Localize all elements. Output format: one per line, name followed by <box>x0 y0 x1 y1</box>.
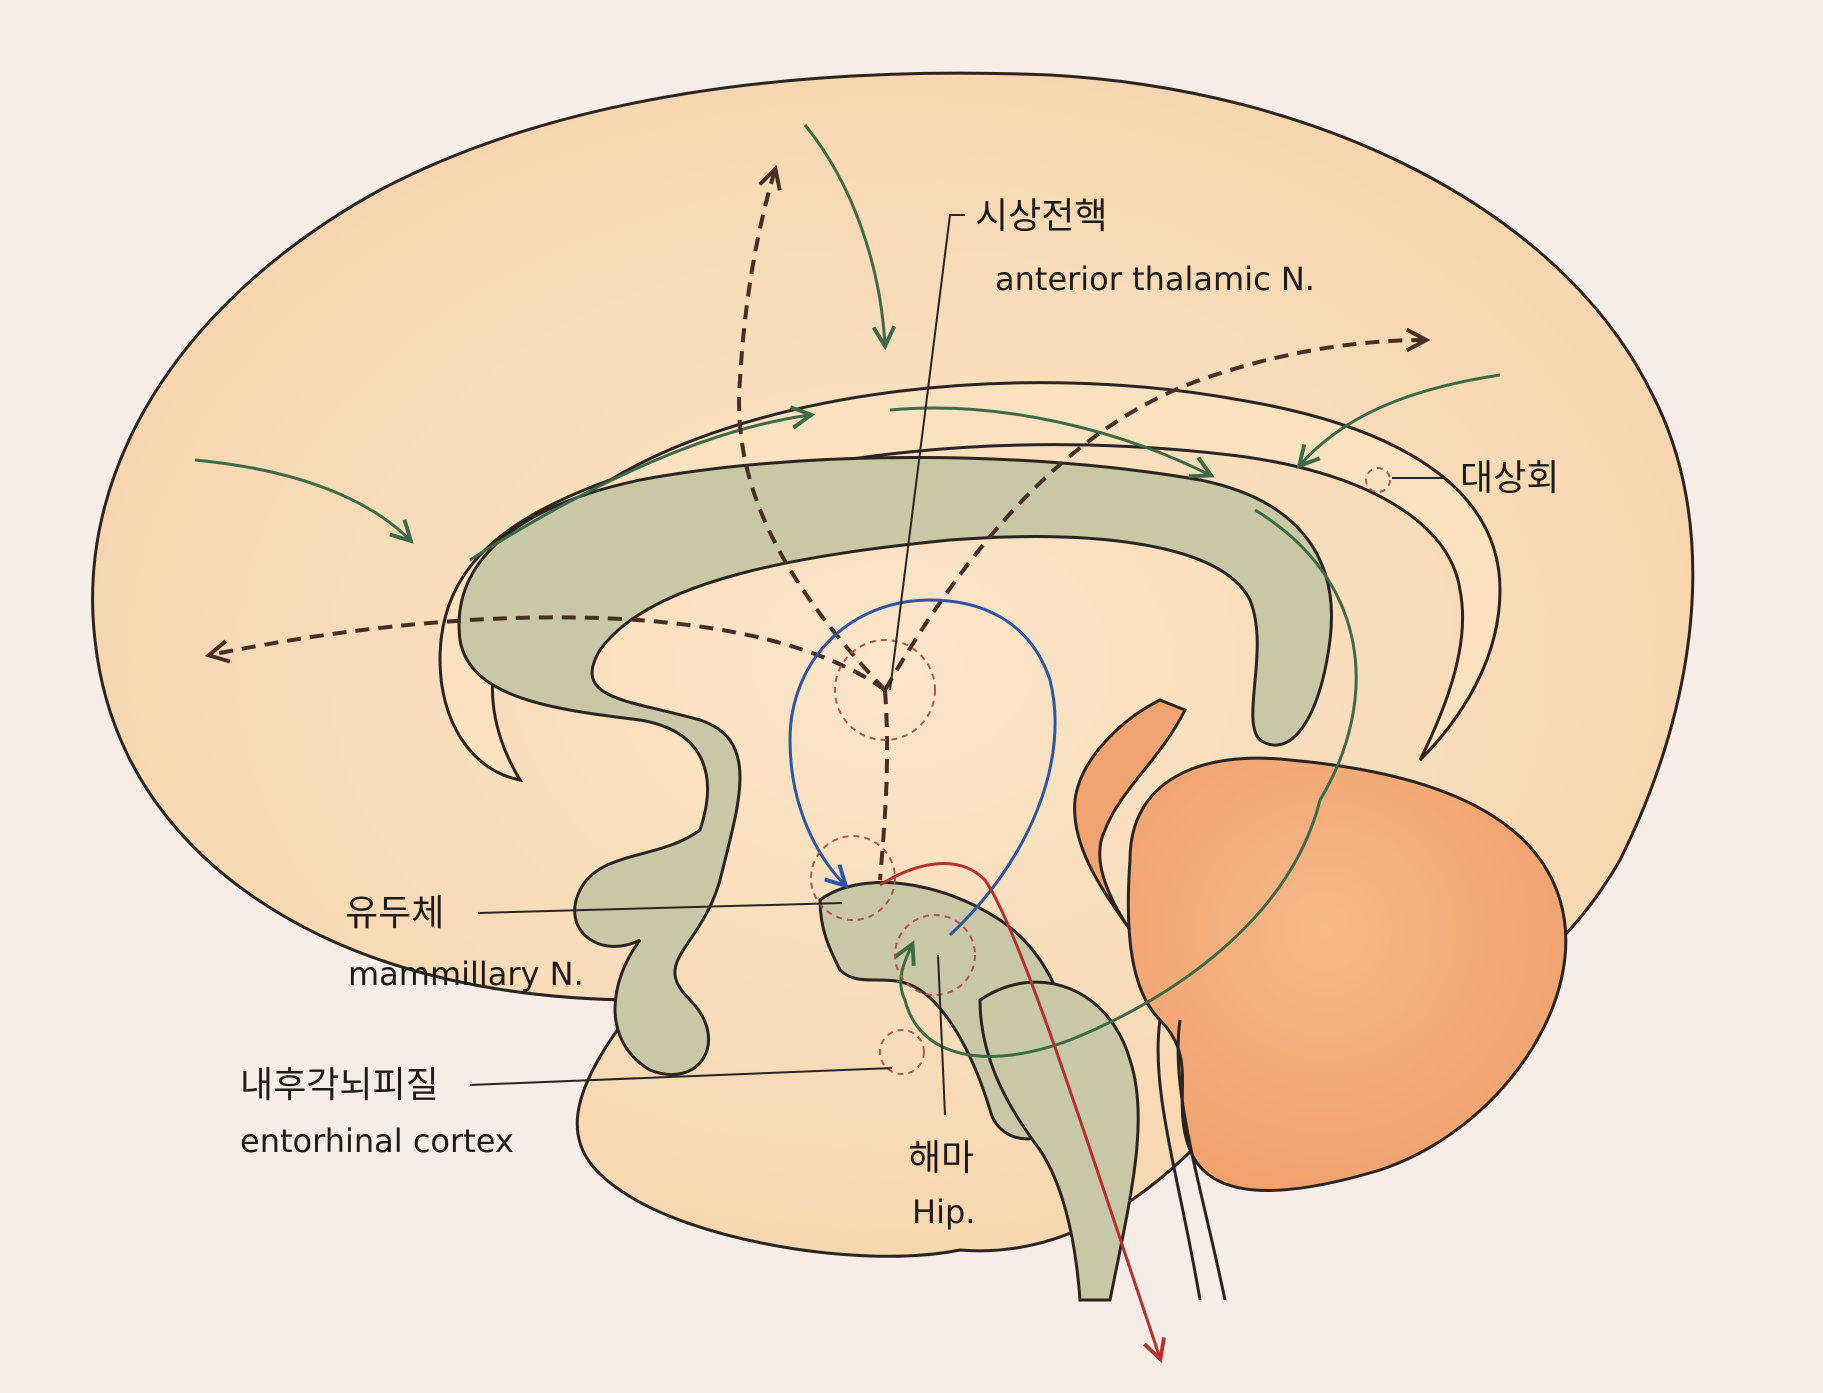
hippocampus-circle <box>894 914 976 996</box>
leader-anterior-thalamic <box>889 214 965 691</box>
anterior-thalamic-ko-label: 시상전핵 <box>975 196 1107 237</box>
green-arrow-superior-in <box>803 124 885 345</box>
midbrain-tectum <box>1073 698 1188 931</box>
cingulate-circle <box>1365 467 1391 493</box>
brainstem <box>978 980 1140 1302</box>
dashed-pathways <box>210 170 1425 881</box>
leader-entorhinal <box>469 1067 893 1086</box>
dashed-arrow-to-frontal <box>210 615 887 692</box>
cingulate-ko-label: 대상회 <box>1460 458 1559 499</box>
blue-arrow-fornix <box>788 598 1057 937</box>
corpus-callosum <box>457 456 1333 1077</box>
entorhinal-en-label: entorhinal cortex <box>240 1122 514 1160</box>
brainstem-channel <box>1156 1019 1227 1301</box>
leader-lines <box>469 214 1445 1116</box>
leader-hippocampus <box>937 954 946 1116</box>
dashed-arrow-to-posterior <box>883 340 1425 691</box>
red-arrow-descending <box>879 862 1160 1358</box>
mammillary-en-label: mammillary N. <box>348 955 584 993</box>
anterior-thalamic-en-label: anterior thalamic N. <box>995 260 1315 298</box>
green-arrow-to-hippocampus <box>901 799 1322 1058</box>
green-arrow-cingulum-2 <box>889 406 1210 475</box>
green-arc-posterior <box>1254 508 1358 801</box>
entorhinal-ko-label: 내후각뇌피질 <box>240 1065 439 1106</box>
hippocampus-en-label: Hip. <box>912 1193 975 1231</box>
anterior-thalamic-circle <box>834 639 936 741</box>
leader-mammillary <box>477 902 843 914</box>
cerebellum <box>1126 756 1568 1192</box>
green-arrow-cingulum-1 <box>469 415 810 562</box>
entorhinal-circle <box>879 1029 925 1075</box>
dashed-arrow-to-superior <box>737 170 887 692</box>
green-arrow-posterior-in <box>1300 373 1501 465</box>
dashed-line-to-mammillary <box>878 689 890 881</box>
green-arrow-frontal-in <box>194 458 410 540</box>
mammillary-ko-label: 유두체 <box>345 893 444 934</box>
hippocampus-ko-label: 해마 <box>908 1138 974 1179</box>
mammillary-circle <box>810 835 896 921</box>
green-pathways <box>194 124 1501 1058</box>
